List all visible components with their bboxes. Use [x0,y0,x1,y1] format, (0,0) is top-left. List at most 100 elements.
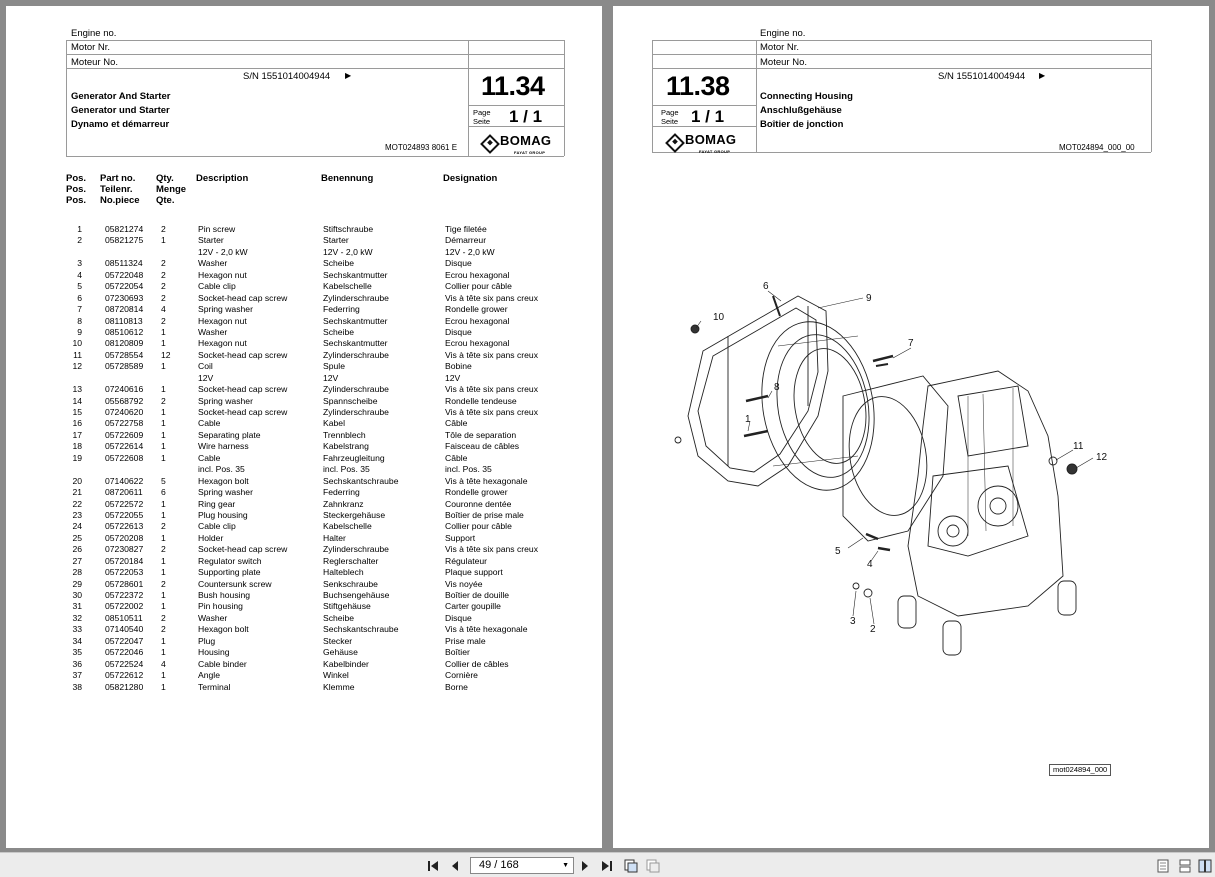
doc-id: MOT024893 8061 E [385,143,458,152]
table-cell: 05728589 [105,361,144,372]
table-cell: Spule [323,361,345,372]
page-number-field[interactable]: 49 / 168 ▼ [470,857,574,874]
table-cell: Borne [445,681,468,692]
table-cell: 12V - 2,0 kW [323,246,373,257]
table-cell: 05722524 [105,658,144,669]
table-cell: Terminal [198,681,231,692]
table-cell: Separating plate [198,429,261,440]
table-cell: 08720611 [105,487,143,498]
logo-sub: FAYAT GROUP [514,150,546,155]
table-cell: Hexagon nut [198,338,247,349]
header-rule [564,40,565,156]
table-cell: 05722047 [105,635,144,646]
table-cell: Câble [445,418,468,429]
engine-foot [1057,580,1077,616]
table-cell: Kabelschelle [323,281,372,292]
table-cell: Vis noyée [445,578,483,589]
table-cell: 1 [161,681,166,692]
table-cell: Ring gear [198,498,236,509]
table-cell: Faisceau de câbles [445,441,520,452]
table-cell: 08120809 [105,338,144,349]
fit-page-icon[interactable] [623,858,639,874]
callout-12: 12 [1096,452,1108,463]
continuous-icon[interactable] [1177,858,1193,874]
doc-id: MOT024894_000_00 [1059,143,1135,152]
table-cell: 05720208 [105,532,144,543]
table-cell: Disque [445,326,472,337]
serial-arrow-icon[interactable]: ▶ [345,71,352,80]
table-cell: Tige filetée [445,224,487,234]
moteur-no-label: Moteur No. [71,57,118,68]
table-cell: 28 [72,567,82,578]
table-cell: Regulator switch [198,555,262,566]
table-cell: 9 [77,326,82,337]
table-cell: Zylinderschraube [323,292,389,303]
fit-width-icon[interactable] [645,858,661,874]
table-cell: 17 [72,429,82,440]
col-designation: Designation [443,173,498,184]
table-cell: Boîtier [445,647,470,658]
table-cell: 05821274 [105,224,144,234]
table-cell: Plug housing [198,509,248,520]
header-rule [66,40,564,41]
header-rule [1151,40,1152,152]
serial-arrow-icon[interactable]: ▶ [1039,71,1046,80]
adapter-plate [842,375,949,542]
table-cell: Angle [198,670,220,681]
prev-page-icon[interactable] [447,858,463,874]
single-page-icon[interactable] [1155,858,1171,874]
callout-7: 7 [908,338,914,349]
table-cell: 2 [161,578,166,589]
table-cell: Zylinderschraube [323,384,389,395]
callout-10: 10 [713,312,725,323]
next-page-icon[interactable] [577,858,593,874]
table-cell: Socket-head cap screw [198,544,288,555]
table-cell: Collier de câbles [445,658,509,669]
table-cell: 2 [161,521,166,532]
table-cell: Supporting plate [198,567,261,578]
table-cell: 2 [77,235,82,246]
table-cell: 1 [161,441,166,452]
table-cell: 14 [72,395,82,406]
two-page-icon[interactable] [1197,858,1213,874]
chevron-down-icon[interactable]: ▼ [562,862,569,869]
title-de: Generator und Starter [71,105,170,116]
header-rule [652,40,1151,41]
title-en: Connecting Housing [760,91,853,102]
table-cell: 05728601 [105,578,144,589]
table-cell: Zahnkranz [323,498,364,509]
table-cell: 12 [161,349,171,360]
bomag-logo: BOMAG FAYAT GROUP [480,132,551,155]
moteur-no-label: Moteur No. [760,57,807,68]
table-cell: Buchsengehäuse [323,590,390,600]
last-page-icon[interactable] [599,858,615,874]
table-cell: Coil [198,361,213,372]
table-cell: Kabelstrang [323,441,369,452]
first-page-icon[interactable] [425,858,441,874]
table-cell: Washer [198,258,228,269]
page-label: Page [473,108,491,117]
table-cell: Ecrou hexagonal [445,269,510,280]
flywheel-ring [761,321,875,491]
table-cell: 1 [161,601,166,612]
table-cell: 26 [72,544,82,555]
table-cell: Steckergehäuse [323,509,386,520]
table-cell: 2 [161,315,166,326]
table-cell: Pin screw [198,224,236,234]
table-cell: Reglerschalter [323,555,379,566]
title-en: Generator And Starter [71,91,171,102]
table-cell: Kabel [323,418,345,429]
table-cell: 05568792 [105,395,144,406]
table-cell: 07140622 [105,475,144,486]
